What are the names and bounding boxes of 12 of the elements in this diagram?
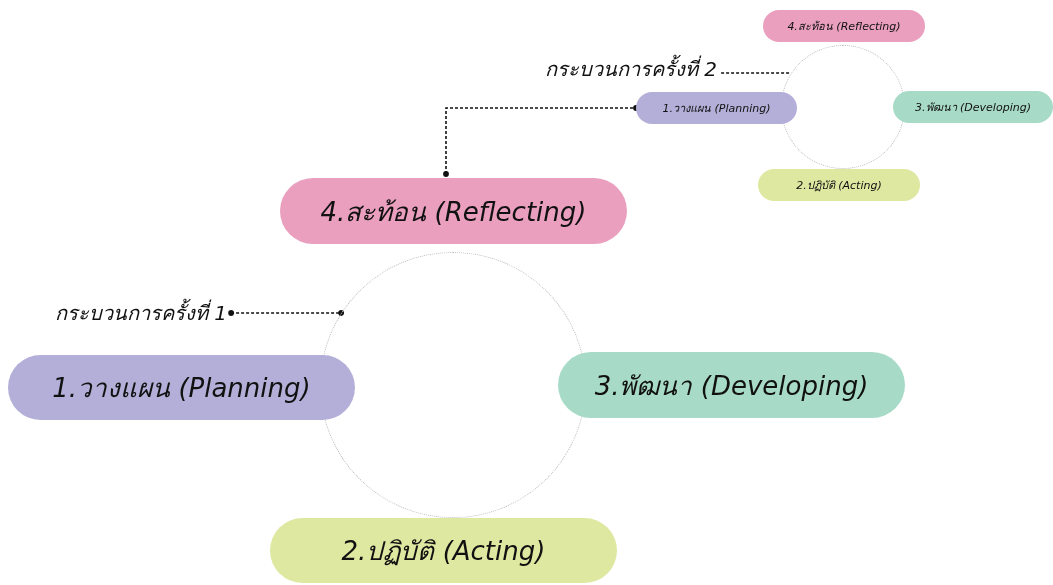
- cycle-label: กระบวนการครั้งที่ 1: [55, 298, 228, 328]
- stage-pill: 1.วางแผน (Planning): [8, 355, 355, 420]
- stage-pill: 1.วางแผน (Planning): [636, 92, 797, 124]
- stage-pill: 4.สะท้อน (Reflecting): [763, 10, 925, 42]
- cycle-label: กระบวนการครั้งที่ 2: [545, 55, 718, 83]
- stage-pill: 2.ปฏิบัติ (Acting): [270, 518, 617, 583]
- stage-pill: 2.ปฏิบัติ (Acting): [758, 169, 920, 201]
- stage-pill: 3.พัฒนา (Developing): [558, 352, 905, 418]
- stage-pill: 4.สะท้อน (Reflecting): [280, 178, 627, 244]
- leader-line: [720, 72, 792, 74]
- stage-pill: 3.พัฒนา (Developing): [893, 91, 1053, 123]
- leader-line: [228, 310, 345, 316]
